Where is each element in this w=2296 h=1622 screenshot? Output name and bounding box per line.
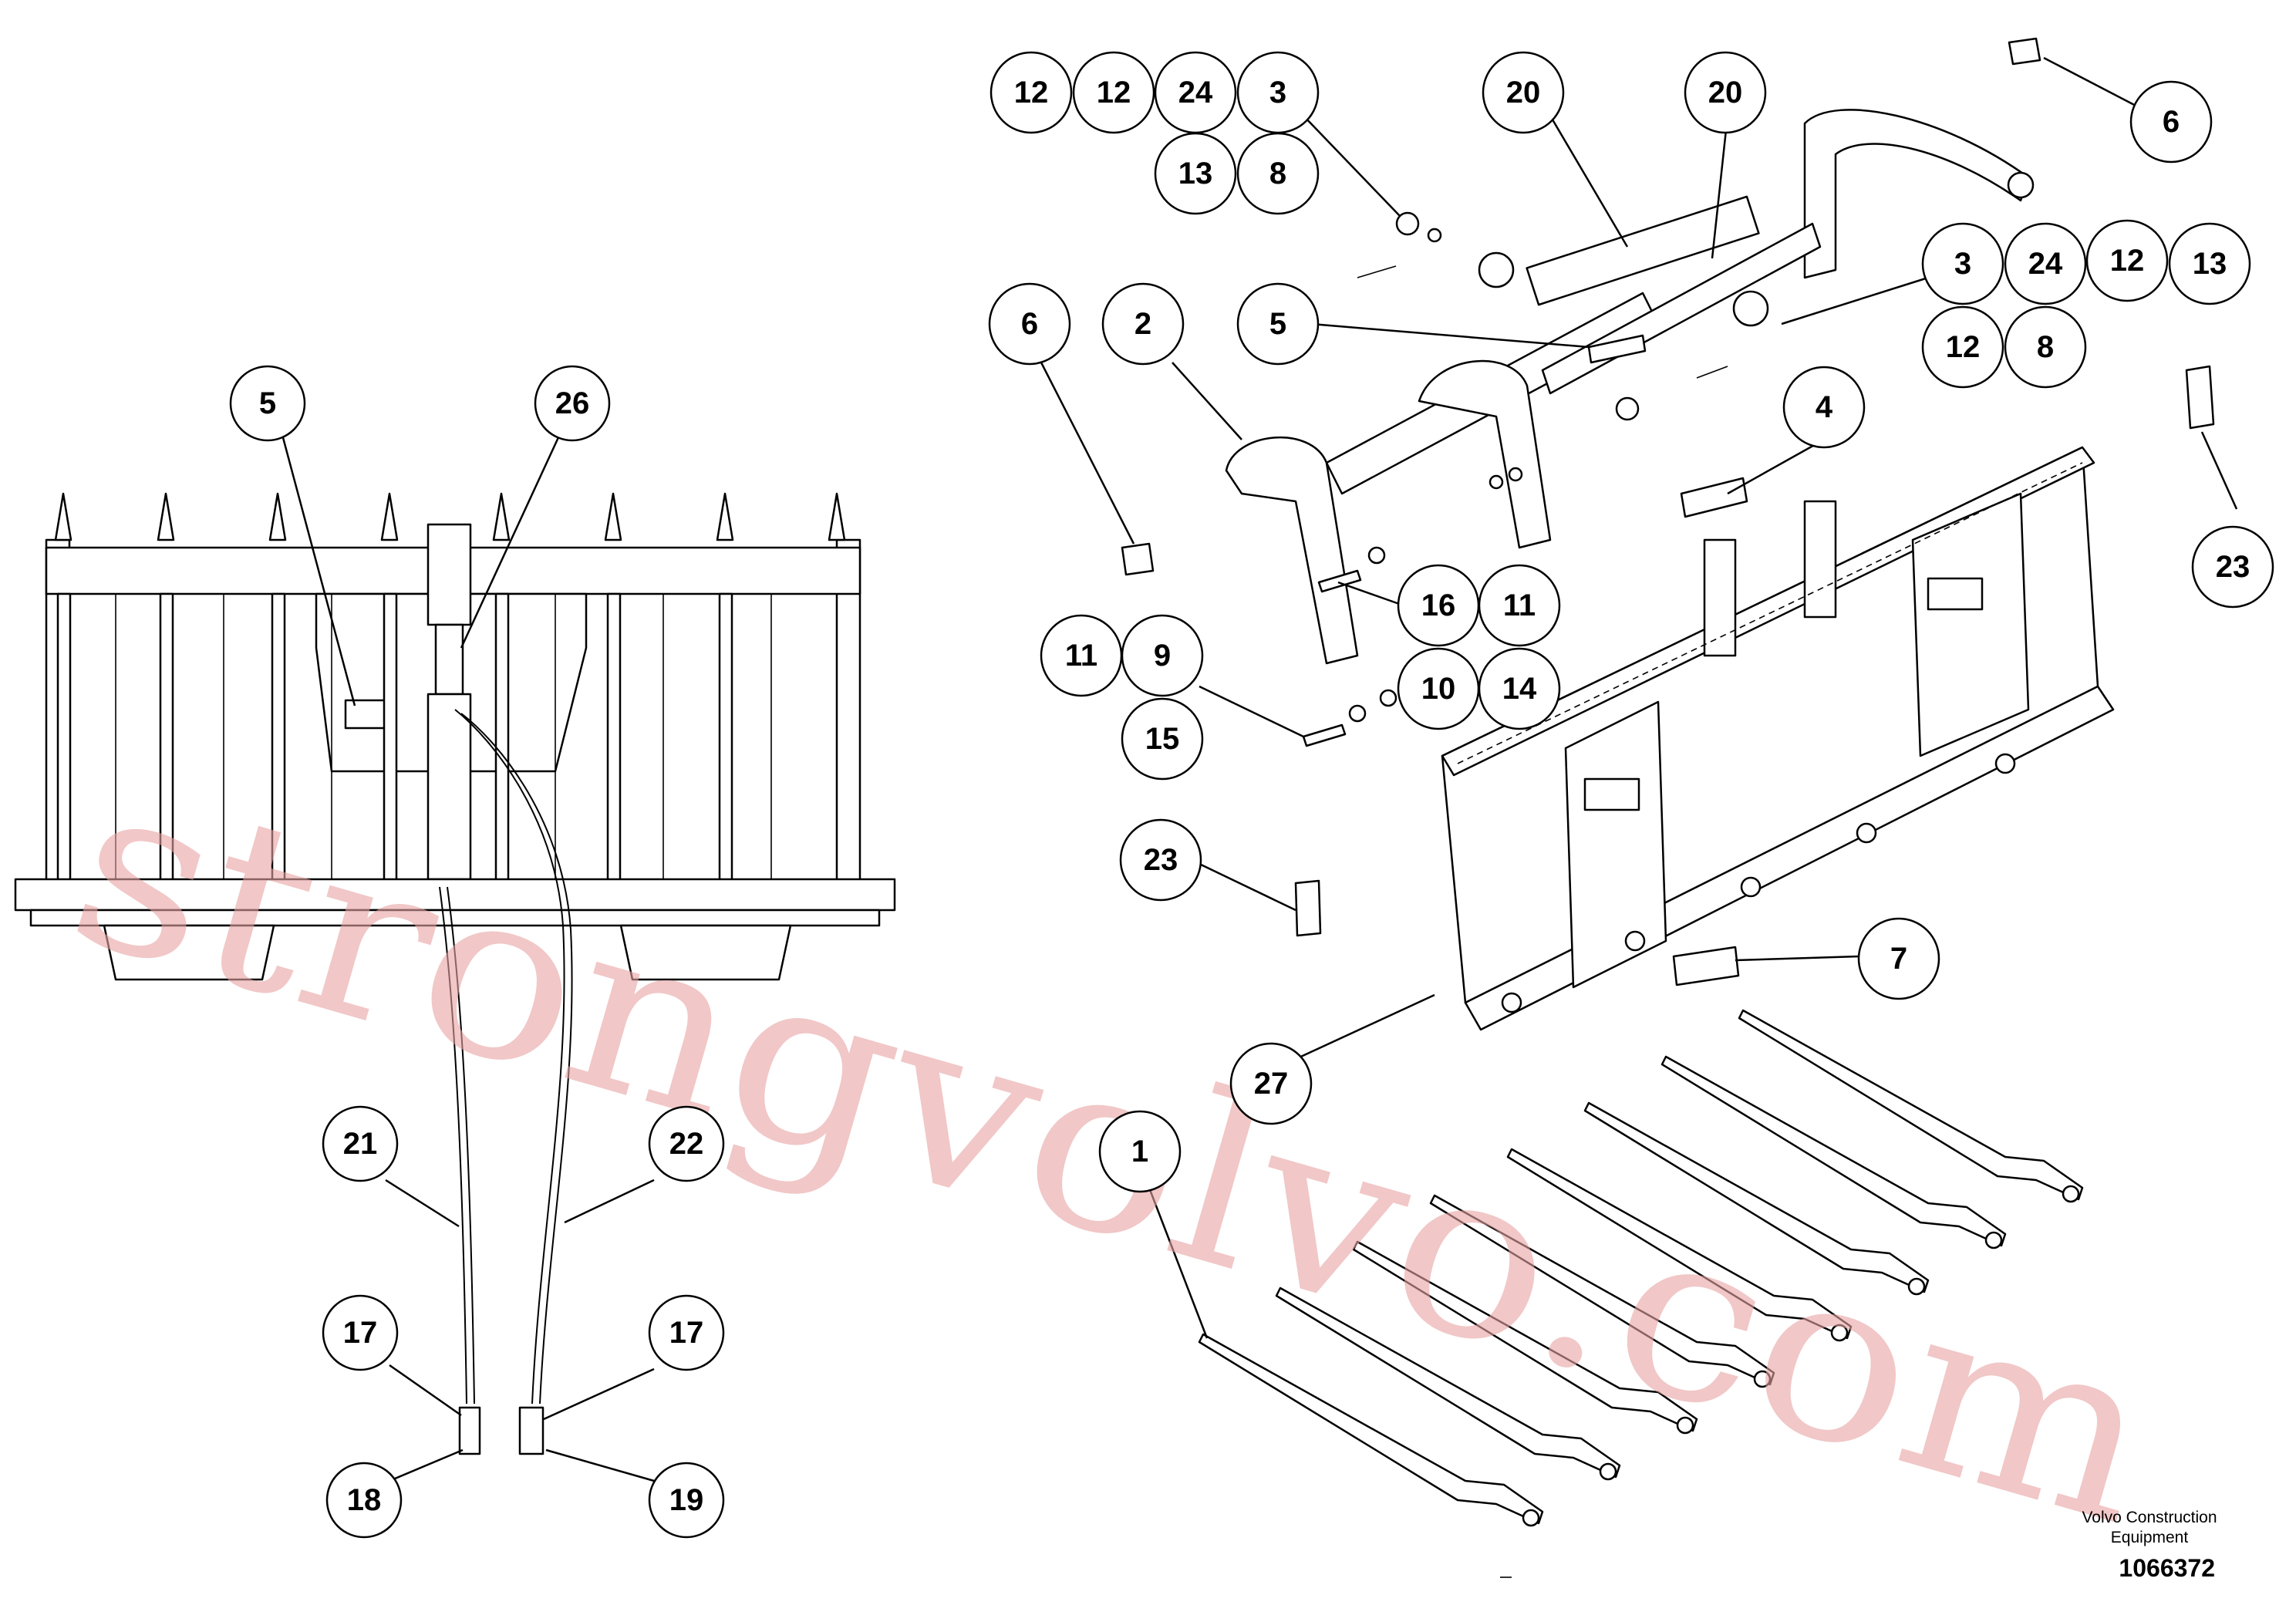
decal-6-left [1121, 542, 1155, 576]
decal-6-top [2008, 37, 2041, 66]
callout-23-left: 23 [1119, 818, 1202, 902]
callout-13-a: 13 [1154, 132, 1237, 215]
callout-12-c: 12 [2085, 219, 2169, 302]
svg-text:12: 12 [1097, 76, 1131, 110]
svg-text:7: 7 [1890, 942, 1907, 976]
svg-text:12: 12 [1946, 330, 1981, 364]
svg-text:26: 26 [555, 386, 590, 420]
callout-7: 7 [1857, 917, 1940, 1000]
callout-24-a: 24 [1154, 51, 1237, 134]
decal-23-right [2185, 365, 2215, 430]
svg-text:17: 17 [343, 1316, 378, 1350]
svg-text:6: 6 [1021, 307, 1038, 341]
callout-20-b: 20 [1684, 51, 1767, 134]
callout-4: 4 [1782, 366, 1866, 449]
svg-text:20: 20 [1506, 76, 1541, 110]
callout-6-right: 6 [2129, 80, 2213, 164]
callout-19: 19 [648, 1462, 725, 1539]
callout-12-d: 12 [1921, 305, 2004, 389]
svg-text:12: 12 [1014, 76, 1049, 110]
svg-text:11: 11 [1503, 588, 1536, 622]
callout-3-a: 3 [1236, 51, 1320, 134]
svg-text:17: 17 [669, 1316, 704, 1350]
callout-12-a: 12 [990, 51, 1073, 134]
svg-text:18: 18 [347, 1483, 382, 1517]
svg-text:8: 8 [1269, 157, 1286, 191]
svg-text:20: 20 [1708, 76, 1743, 110]
svg-text:3: 3 [1269, 76, 1286, 110]
callout-14: 14 [1478, 647, 1561, 730]
svg-text:27: 27 [1254, 1067, 1289, 1101]
callout-5-left: 5 [229, 365, 306, 442]
decal-23-left [1294, 879, 1322, 937]
svg-text:3: 3 [1954, 247, 1971, 281]
svg-text:15: 15 [1145, 722, 1180, 756]
loose-tines [1198, 1009, 2084, 1527]
callout-24-b: 24 [2004, 222, 2087, 305]
svg-text:21: 21 [343, 1127, 378, 1161]
callout-11-b: 11 [1040, 614, 1123, 697]
svg-text:19: 19 [669, 1483, 704, 1517]
callout-27: 27 [1229, 1042, 1313, 1125]
callout-23-right: 23 [2191, 525, 2274, 609]
callout-3-b: 3 [1921, 222, 2004, 305]
drawing-number: 1066372 [2119, 1554, 2215, 1582]
decal-4 [1680, 477, 1748, 518]
decal-7 [1672, 946, 1740, 986]
svg-text:23: 23 [1144, 843, 1178, 877]
svg-text:6: 6 [2163, 105, 2180, 139]
svg-text:4: 4 [1816, 390, 1833, 424]
footer-company: Volvo Construction Equipment [2082, 1509, 2217, 1546]
svg-text:1: 1 [1131, 1135, 1148, 1168]
svg-text:22: 22 [669, 1127, 704, 1161]
svg-text:10: 10 [1421, 672, 1456, 706]
svg-text:9: 9 [1154, 639, 1171, 673]
callout-16: 16 [1397, 564, 1480, 647]
callout-5-right: 5 [1236, 282, 1320, 366]
svg-text:24: 24 [1178, 76, 1213, 110]
svg-text:23: 23 [2216, 550, 2250, 584]
callout-22: 22 [648, 1105, 725, 1182]
callout-bubbles: 5 26 21 22 17 17 18 19 12 12 24 3 13 8 2… [229, 51, 2274, 1539]
callout-21: 21 [322, 1105, 399, 1182]
front-view-grapple [14, 492, 896, 1455]
callout-13-b: 13 [2168, 222, 2251, 305]
callout-18: 18 [325, 1462, 403, 1539]
leader-lines [280, 56, 2238, 1482]
callout-8-a: 8 [1236, 132, 1320, 215]
svg-text:14: 14 [1502, 672, 1537, 706]
exploded-view-grapple [1121, 37, 2215, 1527]
callout-20-a: 20 [1482, 51, 1565, 134]
callout-12-b: 12 [1072, 51, 1155, 134]
svg-text:11: 11 [1065, 639, 1097, 673]
callout-17-right: 17 [648, 1294, 725, 1371]
callout-8-b: 8 [2004, 305, 2087, 389]
callout-1: 1 [1098, 1110, 1182, 1193]
svg-text:5: 5 [1269, 307, 1286, 341]
callout-15: 15 [1121, 697, 1204, 781]
svg-text:13: 13 [2193, 247, 2227, 281]
svg-text:5: 5 [259, 386, 276, 420]
svg-text:8: 8 [2037, 330, 2054, 364]
svg-text:12: 12 [2110, 244, 2145, 278]
svg-text:24: 24 [2028, 247, 2063, 281]
callout-10: 10 [1397, 647, 1480, 730]
callout-17-left: 17 [322, 1294, 399, 1371]
callout-9: 9 [1121, 614, 1204, 697]
callout-26: 26 [534, 365, 611, 442]
svg-text:2: 2 [1135, 307, 1151, 341]
svg-text:16: 16 [1421, 588, 1456, 622]
callout-11-a: 11 [1478, 564, 1561, 647]
decal-5-right [1587, 334, 1647, 364]
callout-6-left: 6 [988, 282, 1071, 366]
svg-text:13: 13 [1178, 157, 1213, 191]
callout-2: 2 [1101, 282, 1185, 366]
